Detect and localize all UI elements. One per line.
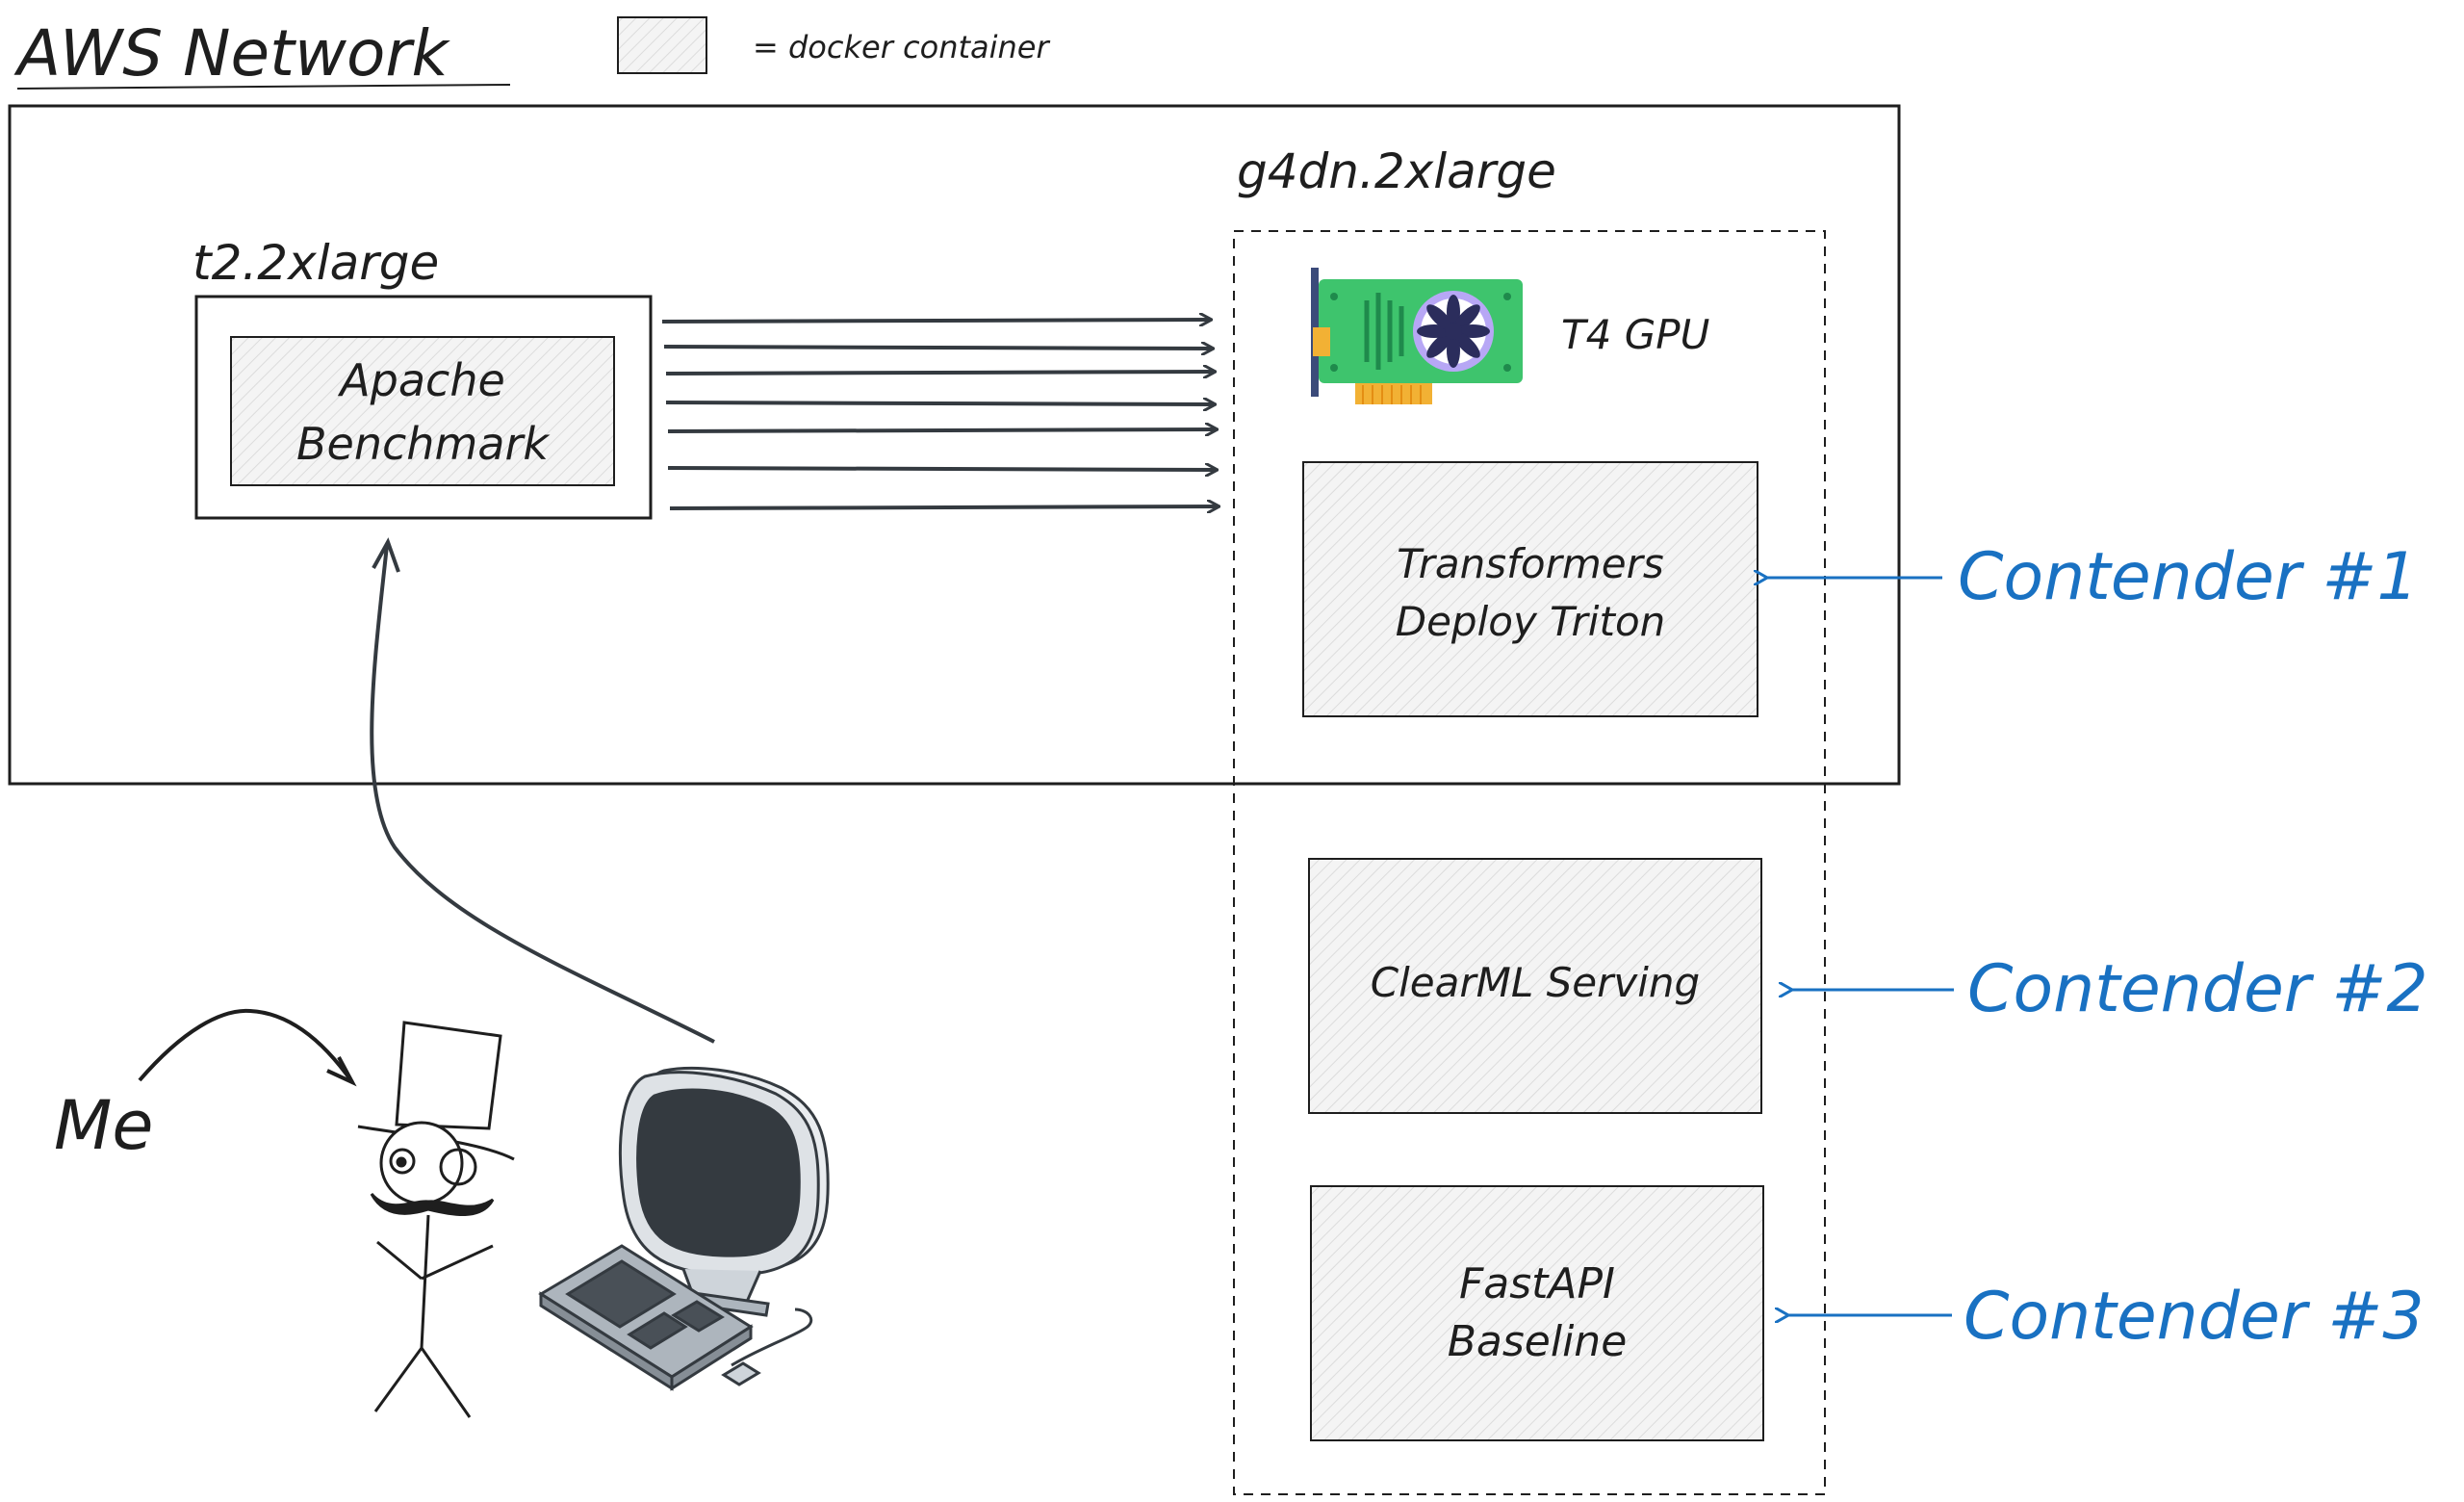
request-arrow — [669, 506, 1219, 508]
container-box — [1302, 461, 1758, 717]
request-arrows — [661, 320, 1219, 508]
me-label: Me — [54, 1086, 154, 1165]
container-box — [1308, 858, 1762, 1114]
diagram-title: AWS Network — [13, 16, 450, 91]
container-label-fastapi: FastAPI Baseline — [1447, 1259, 1628, 1366]
request-arrow — [667, 468, 1217, 470]
legend-swatch — [617, 16, 707, 74]
client-instance-box — [194, 295, 653, 520]
request-arrow — [665, 372, 1215, 374]
user-to-benchmark-arrow — [370, 544, 715, 1044]
client-instance-label: t2.2xlarge — [192, 235, 439, 291]
user-to-benchmark-arrowhead — [372, 537, 400, 573]
computer-icon — [538, 1066, 830, 1391]
container-box — [1310, 1185, 1764, 1441]
gpu-icon — [1311, 268, 1523, 404]
request-arrow — [665, 402, 1215, 404]
me-arrow-head — [326, 1056, 357, 1087]
server-instance-label: g4dn.2xlarge — [1237, 143, 1556, 199]
container-label-transformers: Transformers Deploy Triton — [1395, 540, 1666, 645]
request-arrow — [661, 320, 1211, 322]
contender-1-label: Contender #1 — [1958, 539, 2419, 615]
contender-2-label: Contender #2 — [1967, 951, 2428, 1027]
me-arrow — [138, 1008, 354, 1084]
request-arrow — [663, 347, 1213, 349]
contender-arrows — [1767, 578, 1954, 1315]
gpu-label: T4 GPU — [1561, 311, 1709, 358]
person-top-hat-icon — [357, 1021, 515, 1418]
contender-3-label: Contender #3 — [1964, 1279, 2425, 1355]
container-label-clearml: ClearML Serving — [1370, 959, 1701, 1006]
server-instance-box — [1233, 230, 1826, 1495]
apache-benchmark-container — [230, 336, 615, 486]
title-underline — [16, 84, 511, 90]
legend-label: = docker container — [753, 29, 1050, 65]
aws-network-boundary — [8, 104, 1901, 786]
request-arrow — [667, 429, 1217, 431]
apache-benchmark-label: Apache Benchmark — [295, 354, 549, 470]
